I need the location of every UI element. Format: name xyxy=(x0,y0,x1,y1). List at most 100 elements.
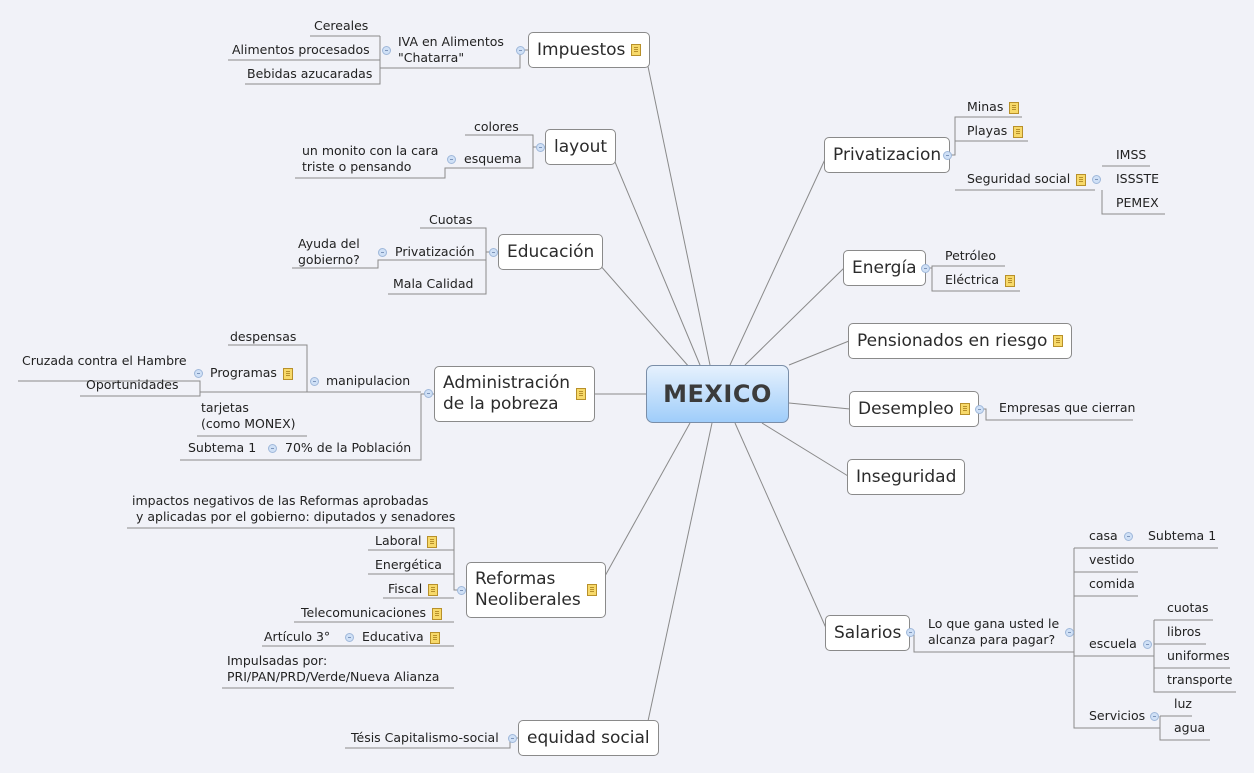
subtopic[interactable]: Oportunidades xyxy=(86,377,179,392)
subtopic[interactable]: ISSSTE xyxy=(1116,171,1160,186)
subtopic[interactable]: Empresas que cierran xyxy=(999,400,1136,415)
topic-label: Pensionados en riesgo xyxy=(857,330,1048,351)
subtopic[interactable]: Artículo 3° xyxy=(264,629,331,644)
note-icon[interactable] xyxy=(432,607,443,620)
note-icon[interactable] xyxy=(428,583,439,596)
topic-equidad[interactable]: equidad social xyxy=(518,720,659,756)
topic-impuestos[interactable]: Impuestos xyxy=(528,32,651,68)
topic-layout[interactable]: layout xyxy=(545,129,617,165)
subtopic-fiscal[interactable]: Fiscal xyxy=(388,581,439,597)
topic-administracion[interactable]: Administración de la pobreza xyxy=(434,366,596,422)
subtopic-iva[interactable]: IVA en Alimentos "Chatarra" xyxy=(398,34,504,65)
topic-desempleo[interactable]: Desempleo xyxy=(849,391,979,427)
topic-privatizacion[interactable]: Privatizacion xyxy=(824,137,951,173)
collapse-icon[interactable] xyxy=(489,248,498,257)
collapse-icon[interactable] xyxy=(457,586,466,595)
collapse-icon[interactable] xyxy=(508,734,517,743)
collapse-icon[interactable] xyxy=(378,248,387,257)
note-icon[interactable] xyxy=(429,631,440,644)
topic-energia[interactable]: Energía xyxy=(843,250,926,286)
subtopic[interactable]: libros xyxy=(1167,624,1201,639)
subtopic[interactable]: Subtema 1 xyxy=(188,440,257,455)
collapse-icon[interactable] xyxy=(906,628,915,637)
subtopic[interactable]: Energética xyxy=(375,557,442,572)
note-icon[interactable] xyxy=(1013,125,1024,138)
note-icon[interactable] xyxy=(427,535,438,548)
subtopic-seguridad[interactable]: Seguridad social xyxy=(967,171,1087,187)
subtopic[interactable]: escuela xyxy=(1089,636,1137,651)
subtopic[interactable]: Cereales xyxy=(314,18,369,33)
collapse-icon[interactable] xyxy=(516,46,525,55)
subtopic[interactable]: Impulsadas por: PRI/PAN/PRD/Verde/Nueva … xyxy=(227,653,440,684)
topic-educacion[interactable]: Educación xyxy=(498,234,604,270)
central-topic[interactable]: MEXICO xyxy=(646,365,789,423)
subtopic[interactable]: 70% de la Población xyxy=(285,440,412,455)
subtopic[interactable]: vestido xyxy=(1089,552,1135,567)
subtopic[interactable]: uniformes xyxy=(1167,648,1230,663)
subtopic[interactable]: esquema xyxy=(464,151,522,166)
subtopic[interactable]: Petróleo xyxy=(945,248,997,263)
subtopic[interactable]: Cuotas xyxy=(429,212,473,227)
subtopic[interactable]: casa xyxy=(1089,528,1118,543)
collapse-icon[interactable] xyxy=(424,389,433,398)
subtopic-educativa[interactable]: Educativa xyxy=(362,629,440,645)
subtopic[interactable]: tarjetas (como MONEX) xyxy=(201,400,296,431)
topic-inseguridad[interactable]: Inseguridad xyxy=(847,459,966,495)
note-icon[interactable] xyxy=(1004,274,1015,287)
note-icon[interactable] xyxy=(576,388,587,400)
subtopic[interactable]: manipulacion xyxy=(326,373,411,388)
collapse-icon[interactable] xyxy=(1143,640,1152,649)
subtopic[interactable]: IMSS xyxy=(1116,147,1147,162)
subtopic-electrica[interactable]: Eléctrica xyxy=(945,272,1015,288)
note-icon[interactable] xyxy=(1009,101,1020,114)
subtopic[interactable]: impactos negativos de las Reformas aprob… xyxy=(132,493,456,524)
subtopic[interactable]: agua xyxy=(1174,720,1206,735)
subtopic-programas[interactable]: Programas xyxy=(210,365,293,381)
collapse-icon[interactable] xyxy=(921,264,930,273)
note-icon[interactable] xyxy=(1076,173,1087,186)
subtopic[interactable]: Subtema 1 xyxy=(1148,528,1217,543)
subtopic[interactable]: PEMEX xyxy=(1116,195,1159,210)
collapse-icon[interactable] xyxy=(943,151,952,160)
subtopic-laboral[interactable]: Laboral xyxy=(375,533,438,549)
collapse-icon[interactable] xyxy=(345,633,354,642)
subtopic[interactable]: Ayuda del gobierno? xyxy=(298,236,360,267)
subtopic-playas[interactable]: Playas xyxy=(967,123,1024,139)
collapse-icon[interactable] xyxy=(447,155,456,164)
subtopic[interactable]: colores xyxy=(474,119,519,134)
collapse-icon[interactable] xyxy=(1124,532,1133,541)
note-icon[interactable] xyxy=(1053,335,1064,347)
subtopic[interactable]: luz xyxy=(1174,696,1192,711)
subtopic[interactable]: Tésis Capitalismo-social xyxy=(351,730,499,745)
collapse-icon[interactable] xyxy=(194,369,203,378)
topic-reformas[interactable]: Reformas Neoliberales xyxy=(466,562,606,618)
note-icon[interactable] xyxy=(586,584,597,596)
subtopic[interactable]: Mala Calidad xyxy=(393,276,474,291)
subtopic[interactable]: Bebidas azucaradas xyxy=(247,66,373,81)
collapse-icon[interactable] xyxy=(536,143,545,152)
collapse-icon[interactable] xyxy=(1092,175,1101,184)
subtopic[interactable]: un monito con la cara triste o pensando xyxy=(302,143,439,174)
subtopic-minas[interactable]: Minas xyxy=(967,99,1020,115)
topic-pensionados[interactable]: Pensionados en riesgo xyxy=(848,323,1073,359)
collapse-icon[interactable] xyxy=(310,377,319,386)
subtopic[interactable]: cuotas xyxy=(1167,600,1209,615)
topic-salarios[interactable]: Salarios xyxy=(825,615,911,651)
subtopic[interactable]: despensas xyxy=(230,329,297,344)
subtopic[interactable]: Lo que gana usted le alcanza para pagar? xyxy=(928,616,1060,647)
subtopic-telecom[interactable]: Telecomunicaciones xyxy=(301,605,443,621)
subtopic[interactable]: Servicios xyxy=(1089,708,1146,723)
collapse-icon[interactable] xyxy=(1065,628,1074,637)
collapse-icon[interactable] xyxy=(268,444,277,453)
collapse-icon[interactable] xyxy=(382,46,391,55)
subtopic[interactable]: transporte xyxy=(1167,672,1233,687)
subtopic[interactable]: Alimentos procesados xyxy=(232,42,370,57)
collapse-icon[interactable] xyxy=(1150,712,1159,721)
note-icon[interactable] xyxy=(959,403,970,415)
collapse-icon[interactable] xyxy=(975,405,984,414)
note-icon[interactable] xyxy=(282,367,293,380)
subtopic[interactable]: comida xyxy=(1089,576,1135,591)
note-icon[interactable] xyxy=(631,44,642,56)
subtopic[interactable]: Cruzada contra el Hambre xyxy=(22,353,187,368)
subtopic[interactable]: Privatización xyxy=(395,244,475,259)
